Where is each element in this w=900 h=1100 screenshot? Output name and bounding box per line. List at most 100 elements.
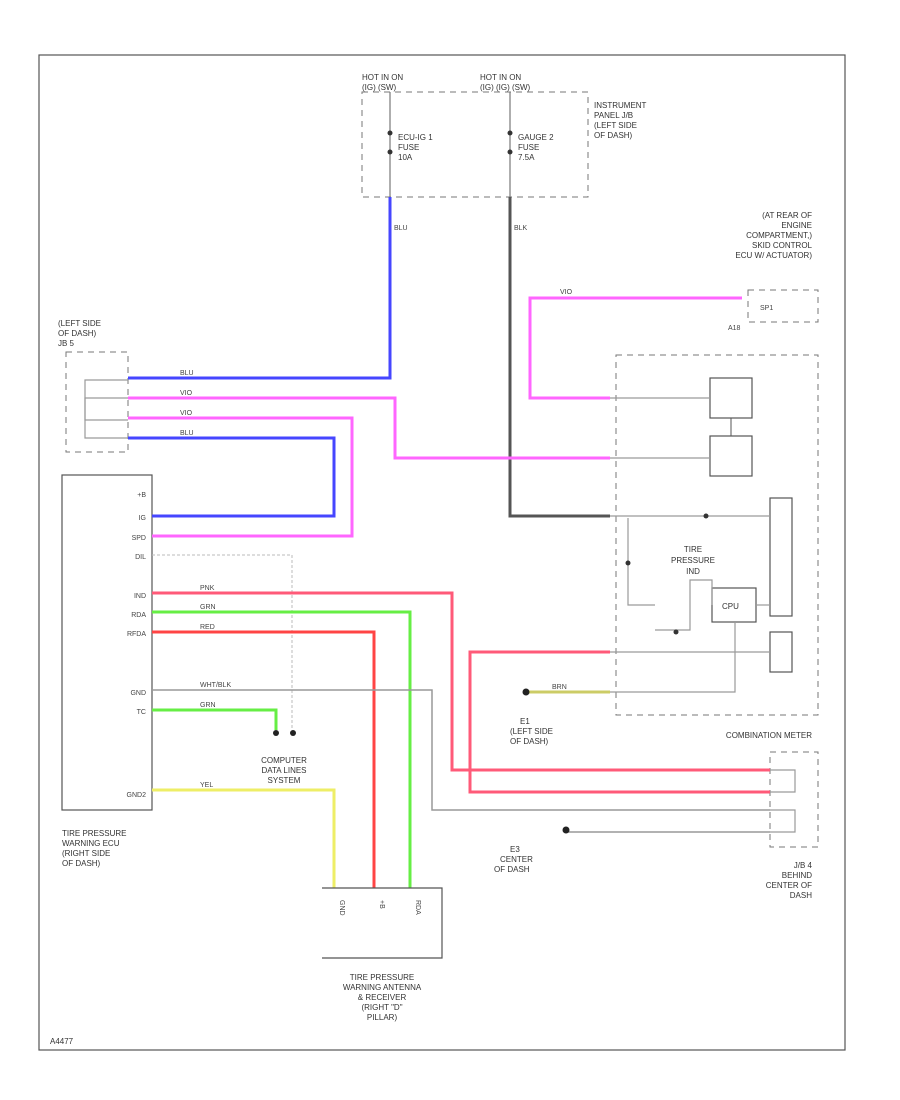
instrument-panel-jb-3: (LEFT SIDE bbox=[594, 121, 637, 130]
instrument-panel-jb-2: PANEL J/B bbox=[594, 111, 633, 120]
vsc-ecu-box bbox=[747, 289, 819, 323]
jb5-label-1: (LEFT SIDE bbox=[58, 319, 101, 328]
ecu-pin-ind: IND bbox=[134, 593, 146, 600]
ecu-pin-tc: TC bbox=[137, 709, 146, 716]
wire-label-brn-e1: BRN bbox=[552, 684, 567, 691]
vsc-ecu-pin: SP1 bbox=[760, 305, 773, 312]
wire-grn-rda bbox=[152, 610, 412, 888]
e1-label-1: E1 bbox=[520, 717, 530, 726]
vsc-ecu-label-5: ECU W/ ACTUATOR) bbox=[735, 251, 812, 260]
fuse-right-label-2: FUSE bbox=[518, 143, 539, 152]
data-line-terminal-2 bbox=[290, 730, 296, 736]
meter-small-block bbox=[769, 631, 793, 673]
ecu-pin-ig: IG bbox=[139, 515, 146, 522]
ecu-pin-dil: DIL bbox=[135, 554, 146, 561]
instrument-panel-jb-4: OF DASH) bbox=[594, 131, 633, 140]
tpms-ecu-pins: +B IG SPD DIL IND RDA RFDA GND TC GND2 bbox=[127, 492, 147, 799]
ecu-pin-+b: +B bbox=[137, 492, 146, 499]
fuse-right-terminal-bottom bbox=[507, 149, 513, 155]
antenna-label-2: WARNING ANTENNA bbox=[343, 983, 422, 992]
fuse-right-terminal-top bbox=[507, 130, 513, 136]
wire-pnk-meter bbox=[468, 650, 770, 794]
wire-label-red-rfda: RED bbox=[200, 624, 215, 631]
vsc-ecu-label-3: COMPARTMENT,) bbox=[746, 231, 812, 240]
vsc-ecu-label-1: (AT REAR OF bbox=[762, 211, 812, 220]
wire-label-blu-fuse1: BLU bbox=[394, 225, 408, 232]
wire-label-yel-gnd2: YEL bbox=[200, 782, 213, 789]
fuse-left-label-2: FUSE bbox=[398, 143, 419, 152]
a18-label: A18 bbox=[728, 325, 741, 332]
fuse-left-terminal-bottom bbox=[387, 149, 393, 155]
wire-grn-tc bbox=[152, 708, 278, 730]
jb5-internal-2 bbox=[84, 397, 128, 439]
tire-pressure-ind-1: TIRE bbox=[684, 545, 702, 554]
jb5-box bbox=[65, 351, 129, 453]
ground-e3 bbox=[562, 826, 570, 834]
meter-bus-block bbox=[769, 497, 793, 617]
tpms-ecu-label-1: TIRE PRESSURE bbox=[62, 829, 126, 838]
e3-label-2: CENTER bbox=[500, 855, 533, 864]
wire-blu-fuse1 bbox=[128, 197, 392, 380]
wire-label-blk-fuse2: BLK bbox=[514, 225, 528, 232]
ground-e1 bbox=[522, 688, 530, 696]
wire-label-blu-jb5-1: BLU bbox=[180, 370, 194, 377]
vsc-ecu-label-2: ENGINE bbox=[781, 221, 812, 230]
fuse-left-label-3: 10A bbox=[398, 153, 413, 162]
wire-blu-jb5-4 bbox=[128, 436, 336, 518]
wire-label-vio-vsc: VIO bbox=[560, 289, 573, 296]
wire-label-grn-rda: GRN bbox=[200, 604, 216, 611]
wire-label-vio-jb5-3: VIO bbox=[180, 410, 193, 417]
e3-label-3: OF DASH bbox=[494, 865, 530, 874]
cpu-label: CPU bbox=[722, 602, 739, 611]
tpms-ecu-box bbox=[61, 474, 153, 811]
jb4-label-3: CENTER OF bbox=[766, 881, 812, 890]
computer-data-lines-3: SYSTEM bbox=[268, 776, 301, 785]
tpms-ecu-label-2: WARNING ECU bbox=[62, 839, 120, 848]
tire-pressure-ind-2: PRESSURE bbox=[671, 556, 715, 565]
hot-in-on-left-1: HOT IN ON bbox=[362, 73, 403, 82]
wire-blk-fuse2 bbox=[508, 197, 610, 518]
data-line-terminal-1 bbox=[273, 730, 279, 736]
antenna-receiver-box bbox=[322, 887, 443, 959]
wire-red-rfda bbox=[152, 630, 376, 888]
antenna-label-5: PILLAR) bbox=[367, 1013, 398, 1022]
ecu-pin-rda: RDA bbox=[131, 612, 146, 619]
hot-in-on-right-1: HOT IN ON bbox=[480, 73, 521, 82]
e1-label-2: (LEFT SIDE bbox=[510, 727, 553, 736]
wire-vio-jb5-2 bbox=[128, 396, 610, 460]
wire-label-vio-jb5-2: VIO bbox=[180, 390, 193, 397]
jb4-box bbox=[769, 751, 819, 848]
wire-vio-jb5-3 bbox=[128, 416, 354, 538]
meter-block-2 bbox=[709, 435, 753, 477]
jb5-label-2: OF DASH) bbox=[58, 329, 97, 338]
ecu-pin-gnd2: GND2 bbox=[127, 792, 147, 799]
combination-meter-label: COMBINATION METER bbox=[726, 731, 812, 740]
e1-label-3: OF DASH) bbox=[510, 737, 549, 746]
antenna-label-1: TIRE PRESSURE bbox=[350, 973, 414, 982]
e3-label-1: E3 bbox=[510, 845, 520, 854]
hot-in-on-left-2: (IG) (SW) bbox=[362, 83, 397, 92]
instrument-panel-jb-box bbox=[361, 91, 589, 198]
hot-in-on-right-2: (IG) (IG) (SW) bbox=[480, 83, 531, 92]
ecu-pin-spd: SPD bbox=[132, 535, 146, 542]
wire-spd bbox=[152, 554, 293, 730]
ecu-pin-rfda: RFDA bbox=[127, 631, 146, 638]
wire-label-grn-tc: GRN bbox=[200, 702, 216, 709]
vsc-ecu-label-4: SKID CONTROL bbox=[752, 241, 813, 250]
meter-internal-box bbox=[615, 354, 819, 716]
wire-label-pnk-ind: PNK bbox=[200, 585, 215, 592]
wire-pnk-ind bbox=[152, 591, 770, 772]
antenna-pin-rda: RDA bbox=[414, 900, 421, 915]
jb4-label-1: J/B 4 bbox=[794, 861, 813, 870]
tire-pressure-ind-3: IND bbox=[686, 567, 700, 576]
wire-wht-gnd bbox=[152, 689, 770, 811]
diagram-id: A4477 bbox=[50, 1037, 74, 1046]
fuse-right-label-1: GAUGE 2 bbox=[518, 133, 554, 142]
wire-label-blu-jb5-4: BLU bbox=[180, 430, 194, 437]
wire-yel-gnd2 bbox=[152, 788, 336, 888]
jb5-label-3: JB 5 bbox=[58, 339, 75, 348]
ecu-pin-gnd: GND bbox=[130, 690, 146, 697]
diagram-frame bbox=[38, 54, 846, 1051]
wire-vio-vsc bbox=[528, 296, 742, 400]
